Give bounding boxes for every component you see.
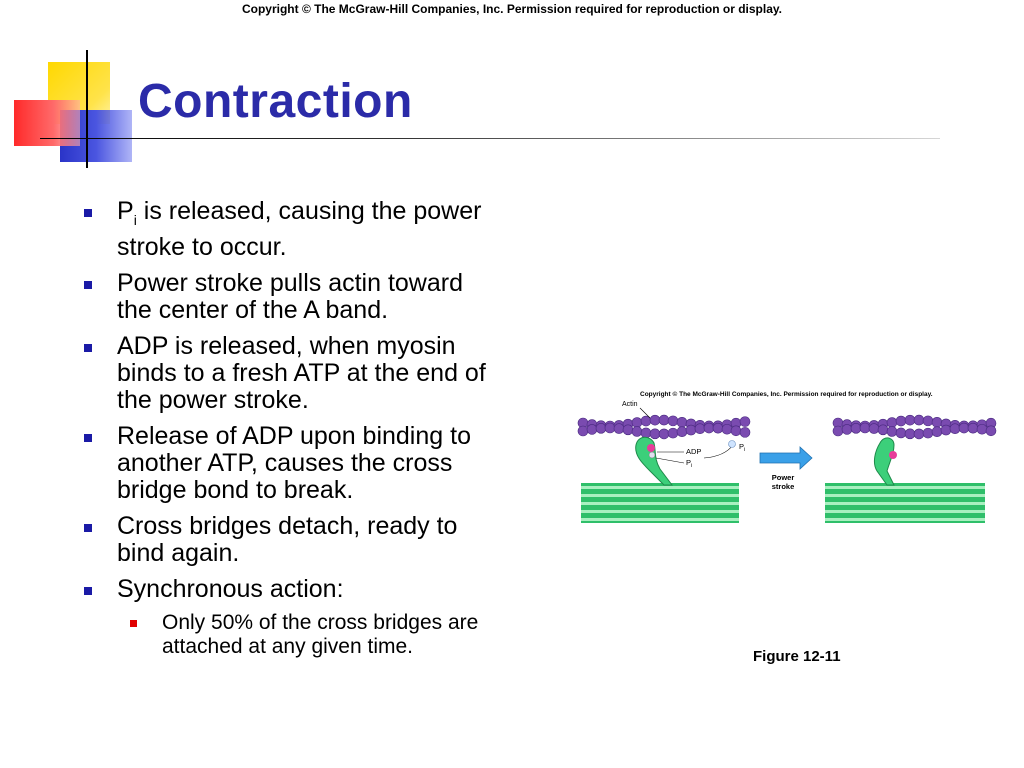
actin-bead	[676, 417, 688, 428]
actin-bead	[739, 427, 751, 438]
bullet-list: Pi is released, causing the power stroke…	[78, 198, 498, 668]
actin-bead	[667, 415, 679, 427]
actin-bead	[676, 426, 688, 437]
title-underline	[40, 138, 940, 139]
bullet-item: Power stroke pulls actin toward the cent…	[78, 270, 498, 324]
actin-bead	[658, 428, 670, 440]
actin-label: Actin	[622, 401, 638, 408]
actin-bead	[913, 428, 925, 440]
pi-label-lower: Pi	[686, 458, 692, 469]
actin-bead	[631, 426, 643, 437]
actin-bead	[931, 426, 943, 437]
myosin-head-right	[873, 437, 897, 486]
power-stroke-arrow	[759, 446, 813, 470]
actin-bead	[859, 422, 871, 434]
actin-bead	[895, 415, 907, 427]
actin-bead	[904, 414, 916, 426]
actin-bead	[631, 417, 643, 428]
actin-bead	[577, 425, 589, 437]
actin-bead	[640, 427, 652, 439]
actin-bead	[685, 424, 697, 436]
bullet-item: Release of ADP upon binding to another A…	[78, 423, 498, 504]
slide-title: Contraction	[138, 75, 413, 128]
actin-bead	[895, 427, 907, 439]
actin-bead	[922, 427, 934, 439]
pi-label-released: Pi	[739, 442, 745, 453]
actin-bead	[922, 415, 934, 427]
actin-bead	[649, 428, 661, 440]
actin-bead	[841, 424, 853, 435]
bullet-item: Pi is released, causing the power stroke…	[78, 198, 498, 261]
actin-bead	[649, 414, 661, 426]
adp-label: ADP	[686, 447, 701, 456]
actin-bead	[904, 428, 916, 440]
actin-bead	[958, 422, 970, 434]
figure-caption: Figure 12-11	[753, 648, 841, 665]
actin-bead	[721, 423, 733, 435]
actin-bead	[931, 417, 943, 428]
actin-bead	[667, 427, 679, 439]
actin-filament-right	[832, 414, 997, 440]
actin-bead	[739, 416, 751, 427]
actin-bead	[976, 423, 988, 435]
actin-bead	[703, 422, 715, 434]
copyright-notice: Copyright © The McGraw-Hill Companies, I…	[241, 2, 783, 16]
power-stroke-label-line1: Power	[772, 473, 795, 482]
actin-bead	[622, 424, 634, 436]
sub-bullet-item: Only 50% of the cross bridges are attach…	[78, 611, 498, 659]
actin-filament-left	[577, 414, 751, 440]
myosin-filament-right	[825, 483, 985, 523]
actin-bead	[712, 422, 724, 434]
actin-bead	[730, 425, 742, 437]
actin-bead	[613, 423, 625, 434]
sub-bullet-list: Only 50% of the cross bridges are attach…	[117, 611, 498, 659]
actin-bead	[868, 423, 880, 434]
actin-bead	[832, 425, 844, 437]
myosin-head-left	[635, 436, 673, 486]
actin-bead	[985, 425, 997, 437]
actin-bead	[886, 426, 898, 437]
bullet-item: Cross bridges detach, ready to bind agai…	[78, 513, 498, 567]
actin-bead	[604, 422, 616, 434]
actin-bead	[877, 424, 889, 436]
actin-bead	[940, 424, 952, 436]
actin-bead	[658, 414, 670, 426]
actin-bead	[694, 423, 706, 435]
power-stroke-label-line2: stroke	[772, 482, 795, 491]
actin-bead	[850, 423, 862, 434]
actin-bead	[913, 414, 925, 426]
decorative-red-square	[14, 100, 80, 146]
decorative-vertical-line	[86, 50, 88, 168]
actin-bead	[886, 417, 898, 428]
actin-bead	[586, 424, 598, 435]
actin-bead	[967, 422, 979, 434]
bullet-item: ADP is released, when myosin binds to a …	[78, 333, 498, 414]
myosin-filament-left	[581, 483, 739, 523]
bullet-item: Synchronous action: Only 50% of the cros…	[78, 576, 498, 659]
figure-copyright: Copyright © The McGraw-Hill Companies, I…	[640, 390, 933, 398]
power-stroke-figure: Copyright © The McGraw-Hill Companies, I…	[577, 390, 997, 523]
actin-bead	[595, 423, 607, 434]
actin-bead	[949, 423, 961, 435]
